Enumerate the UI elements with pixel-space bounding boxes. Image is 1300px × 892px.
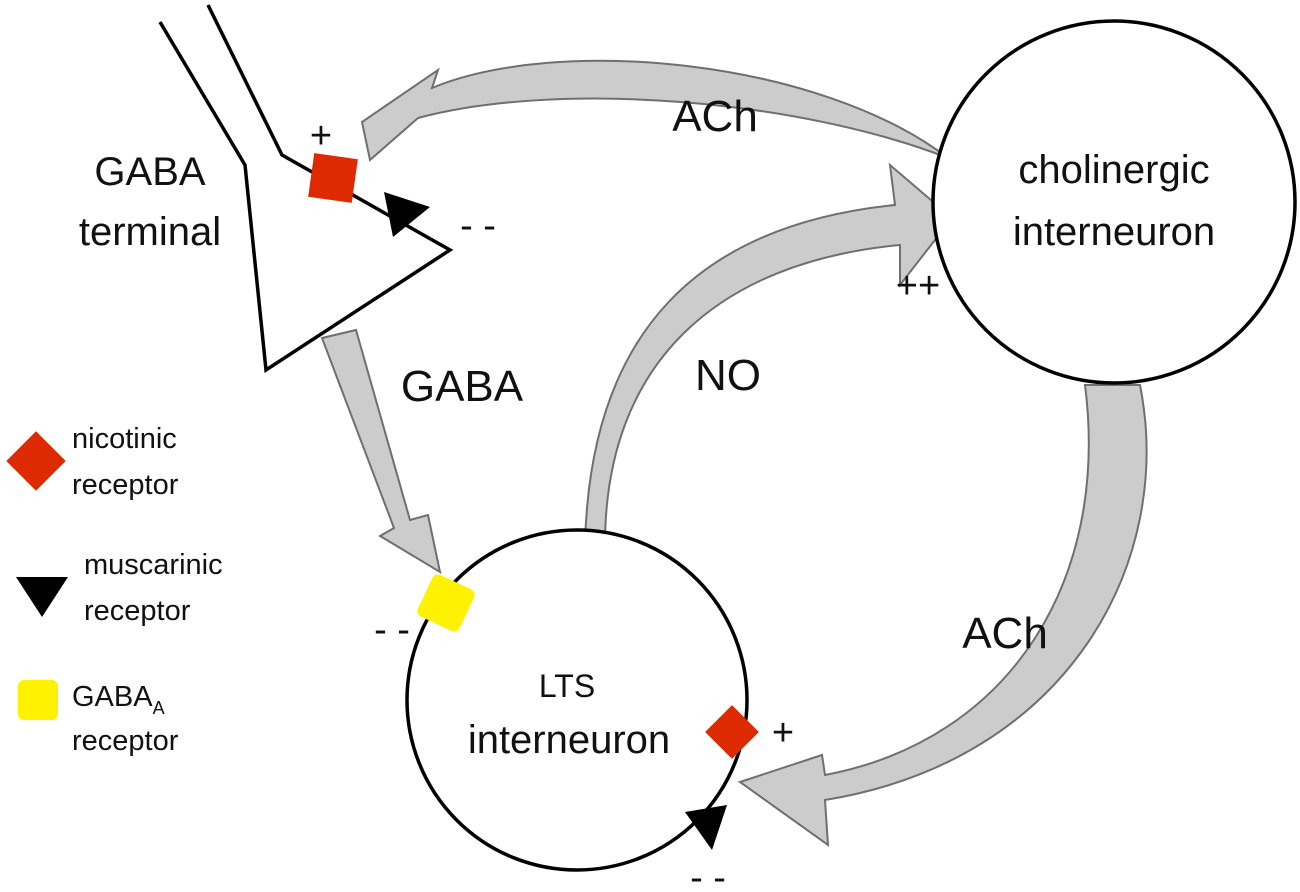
legend-nicotinic-icon [6, 431, 66, 491]
ach-arrow-to-lts [737, 384, 1148, 848]
lts-muscarinic-receptor [685, 805, 727, 850]
lts-label-line1: LTS [539, 668, 595, 704]
cholinergic-interneuron-body [931, 19, 1297, 385]
legend-gaba-a-line1: GABAA [72, 681, 165, 718]
legend-gaba-a-subscript: A [153, 698, 165, 718]
terminal-nicotinic-receptor [308, 153, 358, 203]
lts-label-line2: interneuron [468, 718, 670, 762]
lts-interneuron-body [405, 528, 749, 872]
lts-muscarinic-sign: - - [690, 857, 726, 892]
ach-top-label: ACh [672, 92, 758, 141]
legend-muscarinic-icon [16, 577, 68, 617]
ach-bottom-label: ACh [962, 609, 1048, 658]
terminal-muscarinic-sign: - - [460, 205, 496, 247]
legend-nicotinic-line1: nicotinic [72, 423, 177, 455]
terminal-nicotinic-sign: + [310, 115, 332, 157]
legend-gaba-a-line2: receptor [72, 725, 179, 757]
legend-muscarinic-line2: receptor [84, 595, 191, 627]
cholinergic-label-line1: cholinergic [1018, 148, 1209, 192]
gaba-terminal-label-line2: terminal [79, 210, 221, 254]
lts-nicotinic-sign: + [772, 712, 794, 754]
lts-gaba-a-sign: - - [374, 609, 410, 651]
lts-gaba-a-receptor [417, 574, 475, 632]
ach-arrow-to-terminal [360, 59, 949, 162]
legend-nicotinic-line2: receptor [72, 469, 179, 501]
no-label: NO [695, 351, 761, 400]
gaba-arrow-to-lts [320, 328, 442, 575]
legend-gaba-a-main: GABA [72, 681, 153, 713]
legend-muscarinic-line1: muscarinic [84, 549, 223, 581]
legend-gaba-a-icon [18, 680, 58, 720]
cholinergic-input-sign: ++ [896, 265, 940, 307]
cholinergic-label-line2: interneuron [1013, 210, 1215, 254]
legend: nicotinic receptor muscarinic receptor G… [6, 423, 223, 757]
gaba-terminal-label-line1: GABA [94, 150, 205, 194]
terminal-muscarinic-receptor [384, 192, 430, 237]
no-arrow-to-cholinergic [583, 162, 954, 546]
gaba-terminal-shape [158, 4, 454, 374]
gaba-arrow-label: GABA [401, 362, 524, 411]
